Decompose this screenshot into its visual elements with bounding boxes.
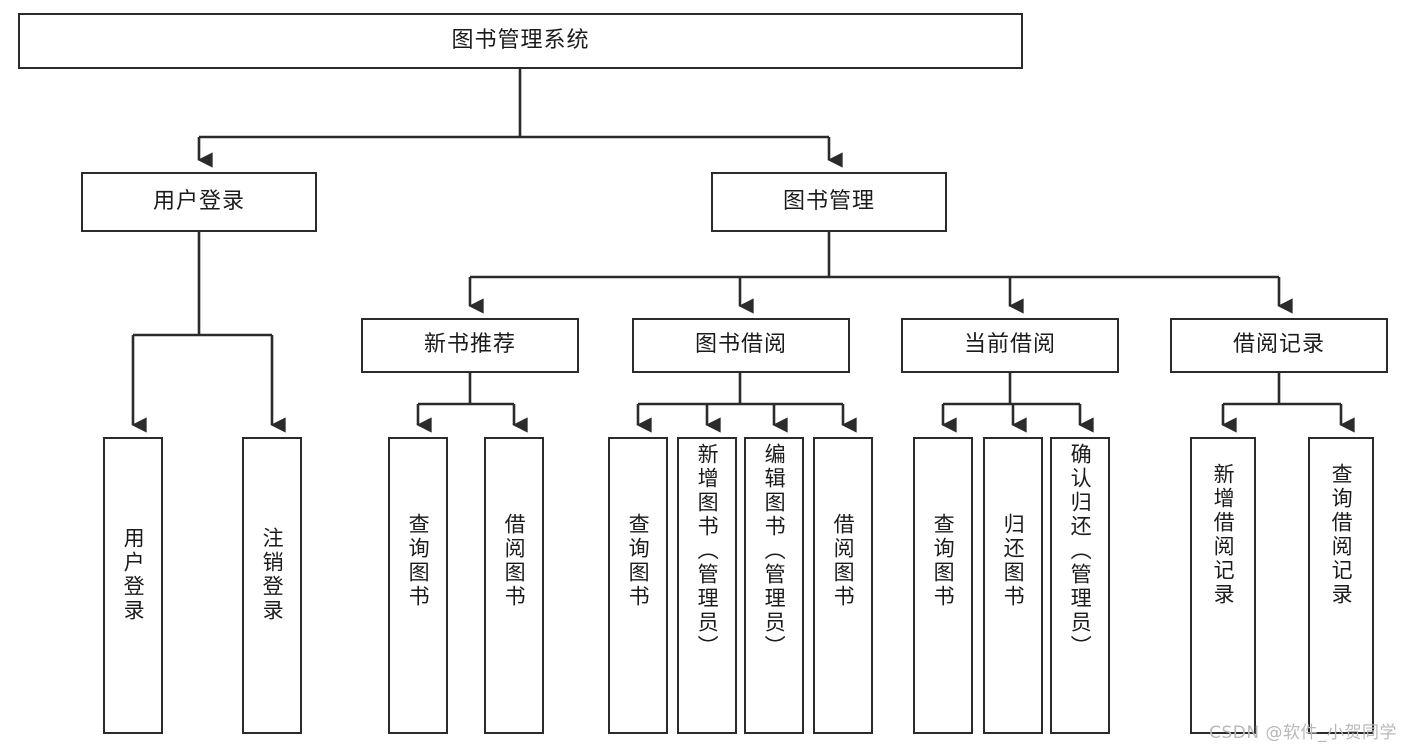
node-borrow-record-label: 借阅记录 <box>1232 332 1325 358</box>
leaf-query-book-cur[interactable]: 查询图书 <box>913 437 973 734</box>
node-current-borrow[interactable]: 当前借阅 <box>901 318 1119 373</box>
leaf-query-book-label: 查询图书 <box>626 513 651 609</box>
leaf-edit-book-admin-label: 编辑图书（管理员） <box>762 443 787 659</box>
leaf-return-book-label: 归还图书 <box>1001 513 1026 609</box>
node-current-borrow-label: 当前借阅 <box>963 332 1056 358</box>
node-book-borrow-label: 图书借阅 <box>694 332 787 358</box>
node-book-manage-label: 图书管理 <box>782 188 875 214</box>
leaf-logout-label: 注销登录 <box>260 527 285 623</box>
node-new-book-rec-label: 新书推荐 <box>423 332 516 358</box>
leaf-logout[interactable]: 注销登录 <box>242 437 302 734</box>
node-new-book-rec[interactable]: 新书推荐 <box>361 318 579 373</box>
node-root[interactable]: 图书管理系统 <box>18 13 1023 69</box>
node-book-borrow[interactable]: 图书借阅 <box>632 318 850 373</box>
leaf-confirm-return-admin-label: 确认归还（管理员） <box>1068 443 1093 659</box>
leaf-edit-book-admin[interactable]: 编辑图书（管理员） <box>744 437 804 734</box>
leaf-confirm-return-admin[interactable]: 确认归还（管理员） <box>1050 437 1110 734</box>
node-user-login-label: 用户登录 <box>152 188 245 214</box>
leaf-borrow-book[interactable]: 借阅图书 <box>813 437 873 734</box>
leaf-add-borrow-record-label: 新增借阅记录 <box>1211 463 1236 607</box>
leaf-user-login-label: 用户登录 <box>121 527 146 623</box>
node-book-manage[interactable]: 图书管理 <box>711 172 947 232</box>
leaf-query-borrow-record[interactable]: 查询借阅记录 <box>1308 437 1374 734</box>
node-borrow-record[interactable]: 借阅记录 <box>1170 318 1388 373</box>
leaf-borrow-book-rec[interactable]: 借阅图书 <box>484 437 544 734</box>
leaf-query-book-cur-label: 查询图书 <box>931 513 956 609</box>
leaf-user-login[interactable]: 用户登录 <box>103 437 163 734</box>
leaf-borrow-book-label: 借阅图书 <box>831 513 856 609</box>
leaf-add-book-admin[interactable]: 新增图书（管理员） <box>677 437 737 734</box>
leaf-borrow-book-rec-label: 借阅图书 <box>502 513 527 609</box>
leaf-query-book-rec-label: 查询图书 <box>406 513 431 609</box>
leaf-return-book[interactable]: 归还图书 <box>983 437 1043 734</box>
leaf-query-book-rec[interactable]: 查询图书 <box>388 437 448 734</box>
leaf-add-book-admin-label: 新增图书（管理员） <box>695 443 720 659</box>
node-root-label: 图书管理系统 <box>451 27 590 53</box>
node-user-login[interactable]: 用户登录 <box>81 172 317 232</box>
leaf-add-borrow-record[interactable]: 新增借阅记录 <box>1190 437 1256 734</box>
leaf-query-borrow-record-label: 查询借阅记录 <box>1329 463 1354 607</box>
leaf-query-book[interactable]: 查询图书 <box>608 437 668 734</box>
